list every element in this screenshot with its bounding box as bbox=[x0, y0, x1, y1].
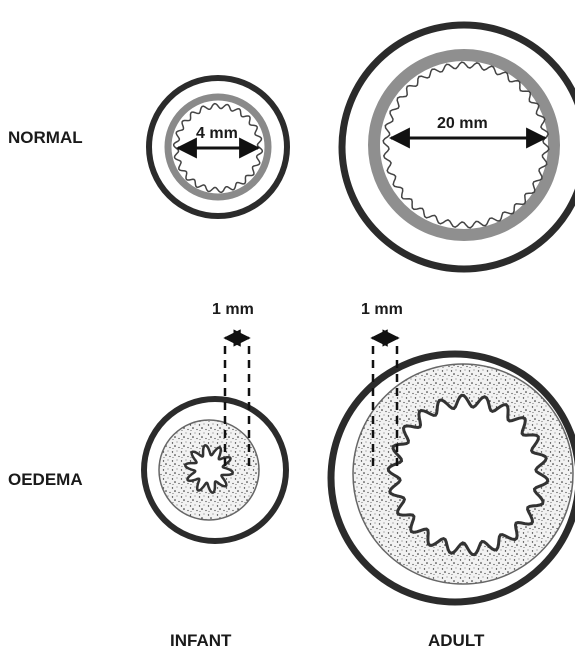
infant-oedema-thickness-label: 1 mm bbox=[212, 301, 254, 319]
row-label-normal: NORMAL bbox=[8, 128, 83, 148]
adult-oedema-thickness-label: 1 mm bbox=[361, 301, 403, 319]
row-label-oedema: OEDEMA bbox=[8, 470, 83, 490]
adult-normal-airway bbox=[342, 25, 575, 269]
column-label-infant: INFANT bbox=[170, 631, 231, 651]
infant-normal-lumen-label: 4 mm bbox=[196, 125, 238, 143]
infant-normal-airway bbox=[149, 78, 287, 216]
infant-oedema-airway bbox=[144, 399, 286, 541]
column-label-adult: ADULT bbox=[428, 631, 484, 651]
adult-normal-lumen-label: 20 mm bbox=[437, 115, 488, 133]
adult-oedema-airway bbox=[331, 354, 575, 602]
